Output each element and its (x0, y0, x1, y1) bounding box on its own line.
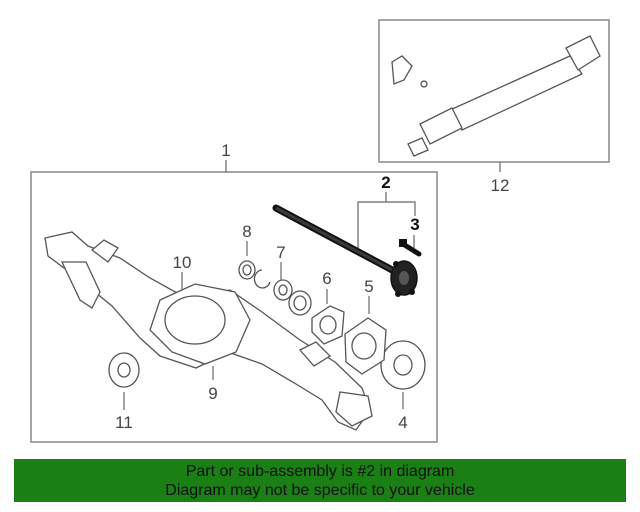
callout-12: 12 (491, 176, 510, 195)
banner-line-part-number: Part or sub-assembly is #2 in diagram (185, 463, 455, 480)
bearing-part-5 (344, 317, 387, 375)
driveshaft-box (378, 19, 610, 163)
callout-1: 1 (221, 141, 230, 160)
callout-2: 2 (381, 173, 390, 192)
callout-7: 7 (276, 243, 285, 262)
callout-9: 9 (208, 384, 217, 403)
driveshaft-part-12 (391, 35, 601, 157)
callout-5: 5 (364, 277, 373, 296)
axle-housing-drawing (44, 231, 373, 431)
callout-8: 8 (242, 222, 251, 241)
axle-shaft-part-2 (272, 204, 418, 297)
seal-part-7 (273, 279, 312, 316)
callout-10: 10 (173, 253, 192, 272)
callout-6: 6 (322, 269, 331, 288)
wheel-bolt-part-3 (399, 239, 422, 257)
info-banner: Part or sub-assembly is #2 in diagram Di… (14, 459, 626, 502)
banner-line-disclaimer: Diagram may not be specific to your vehi… (165, 482, 475, 499)
axle-assembly-box (30, 171, 438, 443)
gasket-part-11 (108, 352, 140, 388)
backing-plate-part-4 (380, 340, 426, 390)
ring-part-8 (238, 260, 271, 289)
callout-11: 11 (115, 413, 133, 432)
callout-3: 3 (410, 215, 419, 234)
parts-diagram: 1 2 3 4 5 6 7 8 9 10 11 12 (30, 19, 610, 443)
retainer-part-6 (311, 305, 345, 345)
callout-4: 4 (398, 413, 407, 432)
